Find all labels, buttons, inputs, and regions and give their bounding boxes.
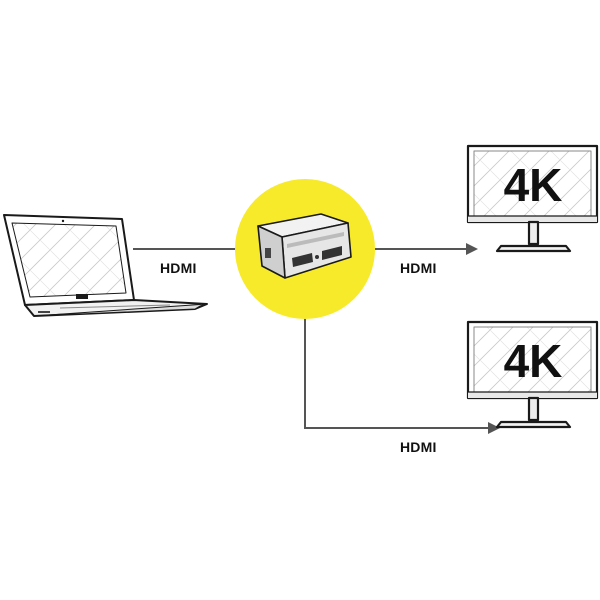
arrowhead-bottom-icon: [488, 422, 500, 434]
label-splitter-to-monitor-bottom: HDMI: [400, 439, 437, 455]
monitor-top-icon: [466, 144, 599, 253]
laptop-icon: [3, 214, 208, 317]
monitor-top-resolution: 4K: [504, 159, 563, 211]
arrowhead-top-icon: [466, 243, 478, 255]
hdmi-splitter-icon: [257, 213, 352, 279]
monitor-bottom-icon: [466, 320, 599, 429]
monitor-bottom-resolution: 4K: [504, 335, 563, 387]
label-splitter-to-monitor-top: HDMI: [400, 260, 437, 276]
connection-lines: [133, 248, 490, 429]
splitter-group: [235, 179, 375, 319]
label-laptop-to-splitter: HDMI: [160, 260, 197, 276]
line-splitter-monitor-bottom: [304, 316, 490, 429]
arrowheads: [466, 243, 500, 434]
